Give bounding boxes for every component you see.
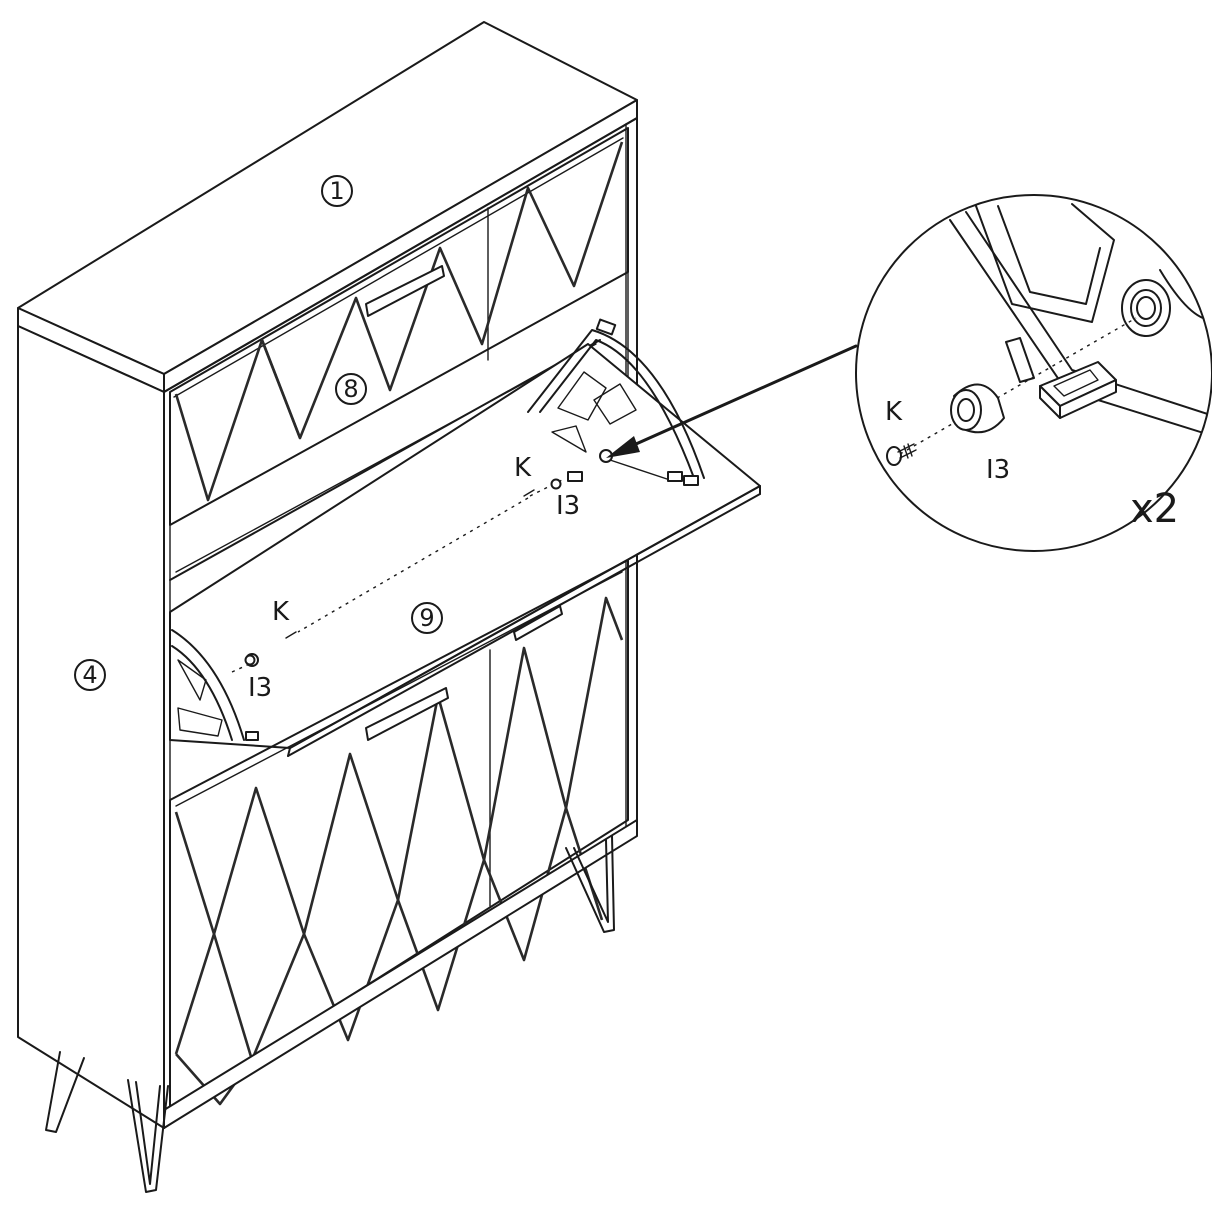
svg-text:9: 9: [419, 604, 434, 632]
detail-pointer-arrow: [606, 344, 858, 458]
svg-text:8: 8: [343, 375, 358, 403]
label-k-left: K: [272, 597, 290, 627]
callout-part-8: 8: [335, 373, 367, 405]
detail-view: K I3 x2: [855, 194, 1212, 552]
detail-label-i3: I3: [986, 455, 1010, 485]
svg-text:1: 1: [329, 177, 344, 205]
callout-part-4: 4: [74, 659, 106, 691]
upper-drawer-pattern: [174, 141, 624, 502]
lower-door: [169, 559, 629, 1111]
plinth: [163, 819, 638, 1129]
label-k-right: K: [514, 453, 532, 483]
quantity-label: x2: [1130, 486, 1179, 532]
screw-k: [886, 443, 917, 466]
cabinet: [17, 21, 761, 1193]
svg-text:4: 4: [82, 661, 97, 689]
label-i3-left: I3: [248, 673, 272, 703]
callout-part-1: 1: [321, 175, 353, 207]
label-i3-right: I3: [556, 491, 580, 521]
detail-label-k: K: [885, 397, 903, 427]
side-panel: [17, 325, 165, 1129]
legs: [45, 835, 615, 1193]
lower-door-handle: [365, 687, 449, 741]
upper-drawer-handle: [365, 265, 445, 317]
callout-part-9: 9: [411, 602, 443, 634]
right-hinge-bracket: [527, 318, 705, 486]
bushing-i3: [950, 383, 1005, 434]
